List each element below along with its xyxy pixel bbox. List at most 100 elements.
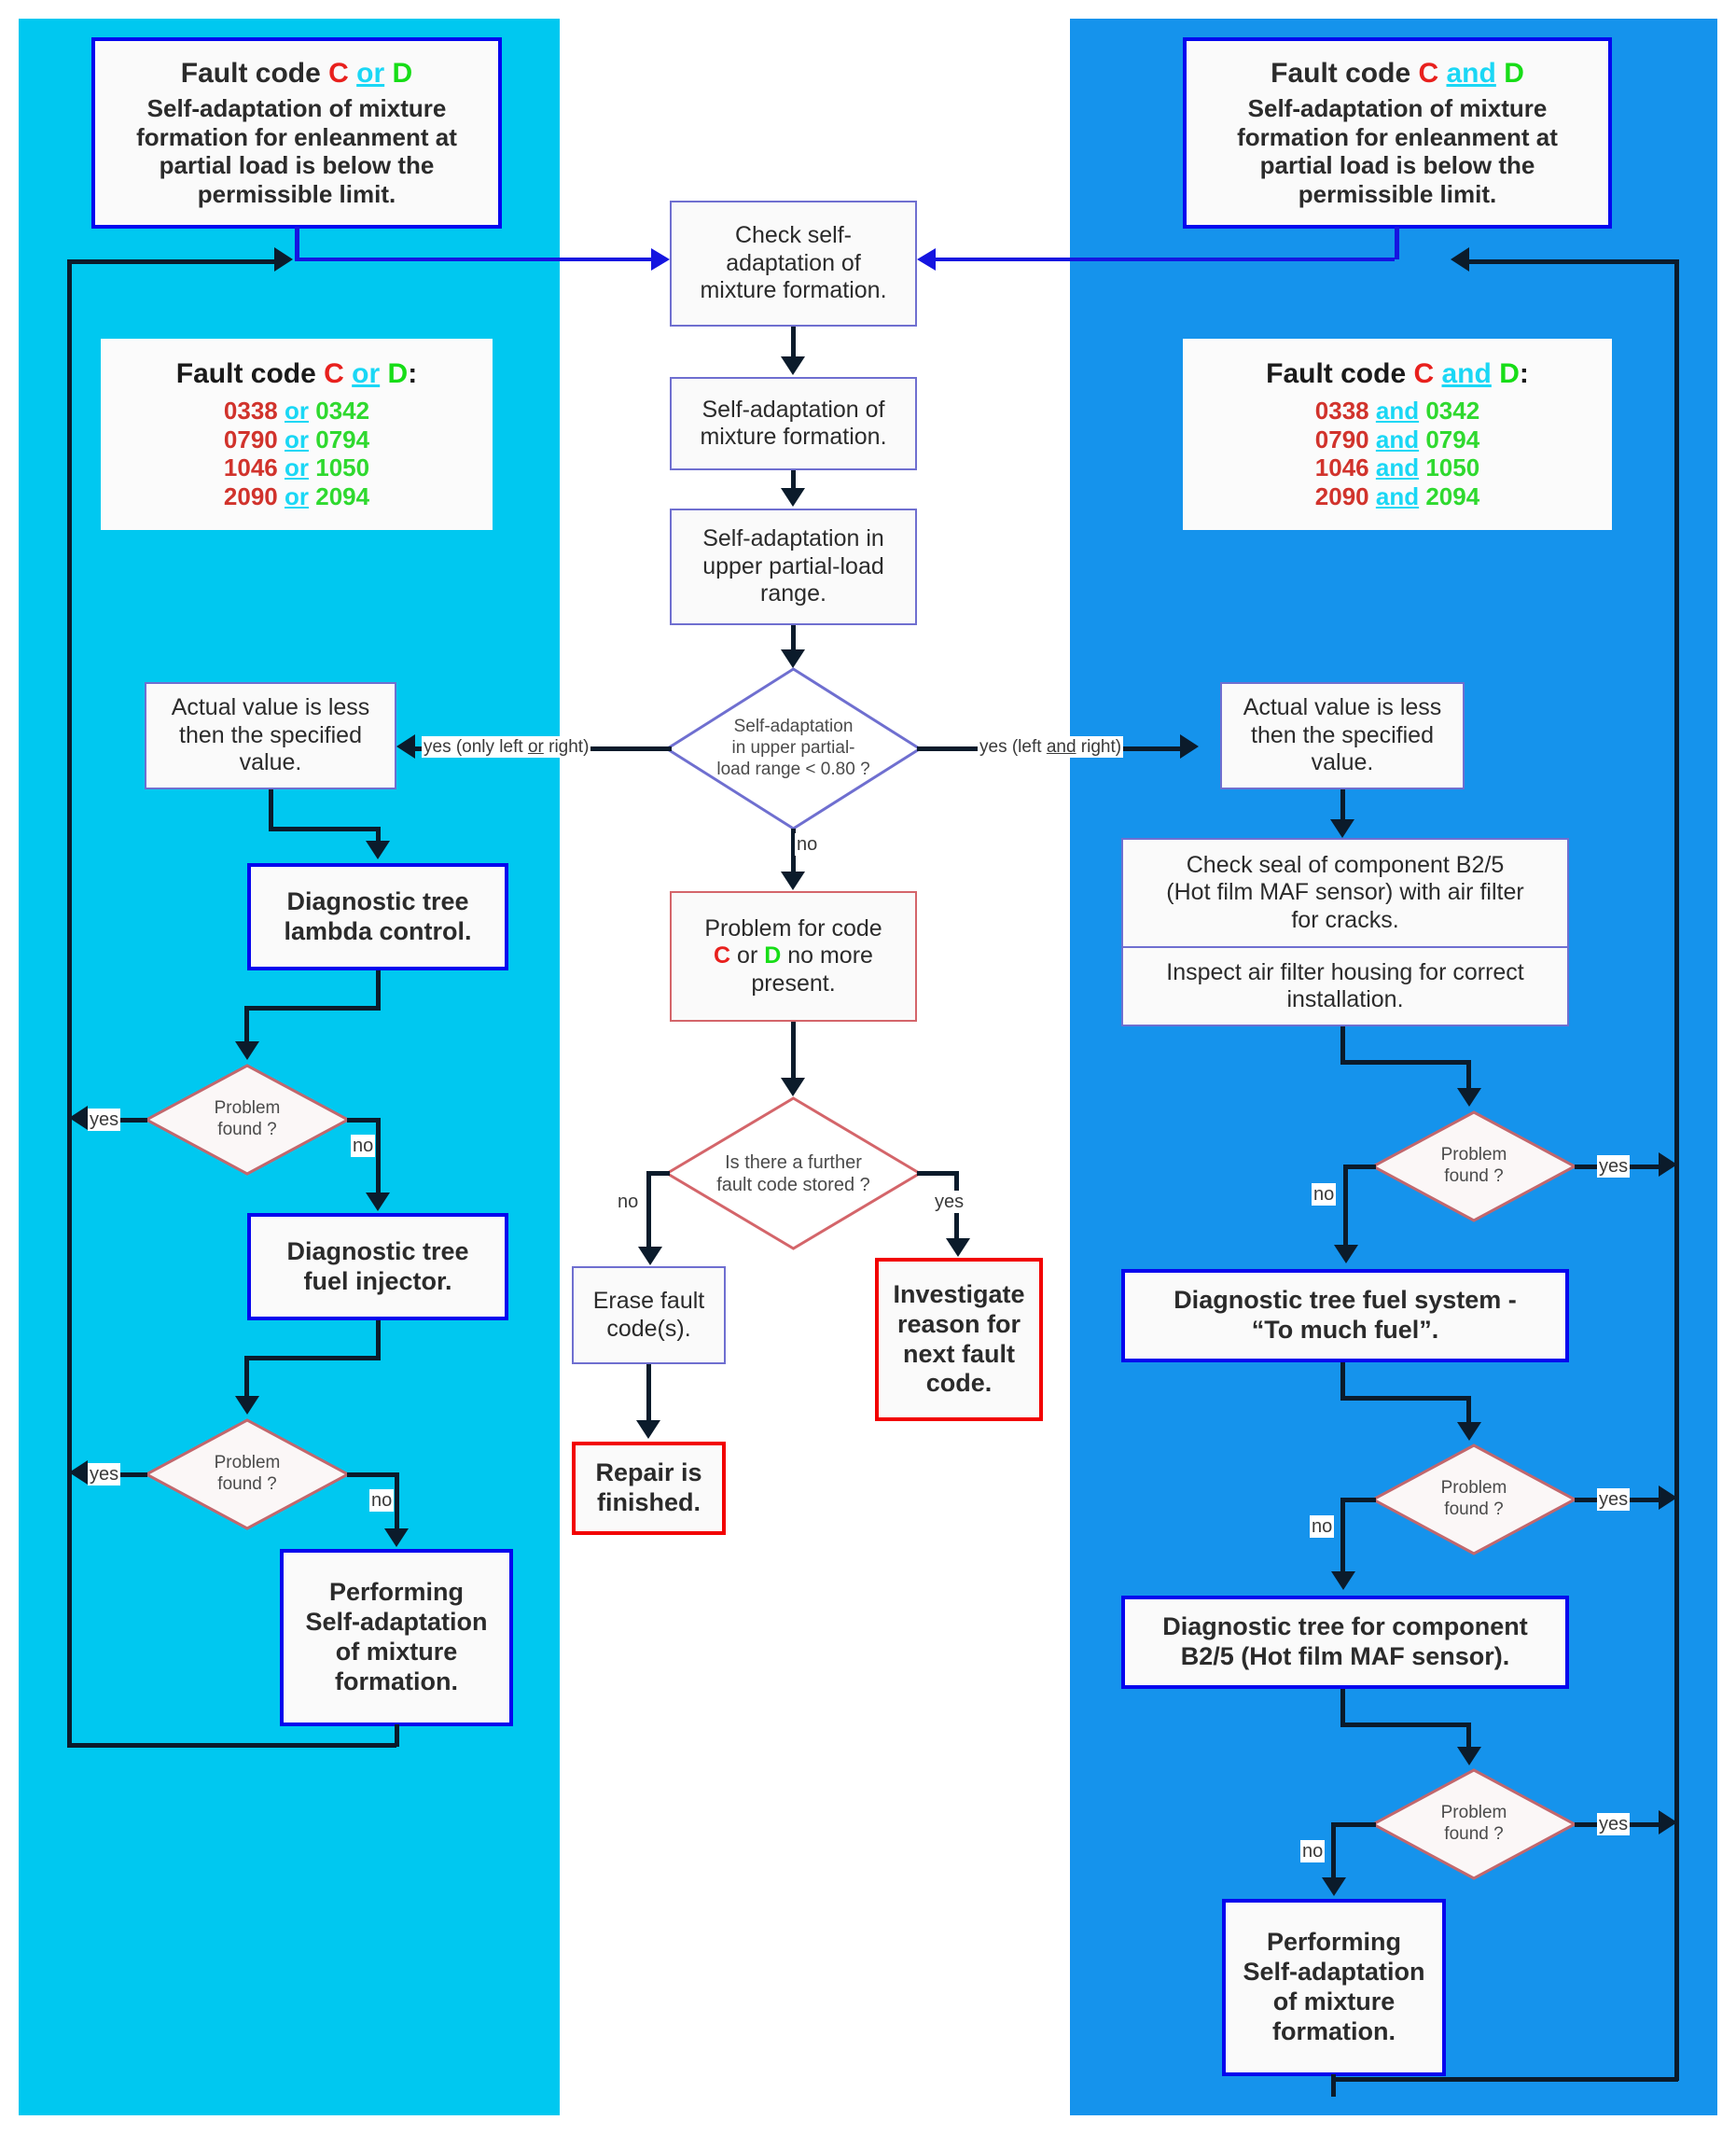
left-codes-code-d: D (387, 358, 409, 390)
edge-left-injector-across (244, 1356, 381, 1360)
left-header-stub (295, 227, 299, 259)
right-actual-line-3: value. (1311, 749, 1374, 776)
right-codes-code-c: C (1413, 358, 1435, 390)
left-header-line-1: Self-adaptation of mixture (146, 93, 447, 122)
edge-left-actual-down2 (376, 827, 381, 843)
center-threshold-line-2: in upper partial- (731, 738, 855, 759)
right-code-row: 2090 and 2094 (1314, 481, 1480, 510)
left-code-row: 1046 or 1050 (223, 453, 370, 482)
left-actual-line-3: value. (239, 749, 302, 776)
edge-right-fuelsys-down (1340, 1362, 1345, 1400)
arrowhead-right-d2-yes (1659, 1485, 1677, 1510)
right-codes-colon: : (1519, 358, 1529, 390)
center-check-box: Check self- adaptation of mixture format… (670, 201, 917, 327)
edge-label-further-yes: yes (933, 1191, 966, 1213)
left-header-box: Fault code C or D Self-adaptation of mix… (91, 37, 502, 229)
right-header-conjunction: and (1446, 58, 1496, 90)
right-performing-line-2: Self-adaptation (1243, 1958, 1425, 1987)
center-problem-line-2: C or D no more (714, 942, 873, 969)
left-actual-value-box: Actual value is less then the specified … (145, 682, 396, 789)
edge-left-header-to-center (295, 258, 651, 261)
center-upl-line-1: Self-adaptation in (702, 525, 884, 552)
right-header-line-4: permissible limit. (1298, 179, 1497, 208)
center-selfadapt-line-2: mixture formation. (700, 424, 887, 450)
edge-label-left-d1-no: no (351, 1135, 376, 1157)
right-return-horizontal-top (1469, 259, 1676, 264)
left-header-code-c: C (328, 58, 349, 90)
arrowhead-right-return (1451, 247, 1469, 272)
center-threshold-line-3: load range < 0.80 ? (716, 759, 870, 779)
center-check-line-3: mixture formation. (700, 277, 887, 304)
edge-right-d3-no-v (1331, 1822, 1336, 1878)
arrowhead-into-center-left (651, 248, 670, 271)
right-header-code-c: C (1418, 58, 1439, 90)
edge-right-maf-down (1340, 1689, 1345, 1726)
left-return-horizontal-bottom (67, 1743, 396, 1748)
edge-left-injector-down (376, 1320, 381, 1360)
edge-right-maf-down2 (1466, 1723, 1471, 1749)
right-header-box: Fault code C and D Self-adaptation of mi… (1183, 37, 1612, 229)
right-seal-line-1: Check seal of component B2/5 (1186, 851, 1505, 878)
edge-right-seal-across (1340, 1060, 1471, 1065)
right-decision-1-line-1: Problem (1440, 1145, 1507, 1165)
edge-label-right-d1-yes: yes (1597, 1155, 1631, 1178)
edge-selfadapt-to-upl (791, 470, 796, 491)
edge-left-lambda-across (244, 1006, 381, 1011)
edge-label-right-d2-yes: yes (1597, 1488, 1631, 1511)
right-performing-line-3: of mixture (1272, 1988, 1396, 2015)
right-codes-prefix: Fault code (1266, 358, 1414, 390)
edge-right-d3-no-h (1331, 1822, 1376, 1827)
arrowhead-left-lambda (366, 841, 390, 859)
right-performing-box: Performing Self-adaptation of mixture fo… (1222, 1899, 1446, 2076)
left-header-prefix: Fault code (180, 58, 329, 90)
left-return-vertical (67, 259, 72, 1747)
arrowhead-left-actual (396, 734, 415, 759)
left-injector-line-1: Diagnostic tree (286, 1236, 469, 1265)
right-header-stub (1395, 227, 1399, 259)
right-actual-line-2: then the specified (1251, 721, 1434, 748)
edge-left-actual-across (269, 827, 381, 831)
left-code-row: 0790 or 0794 (223, 425, 370, 453)
arrowhead-right-d1-yes (1659, 1152, 1677, 1177)
edge-label-right-d3-yes: yes (1597, 1813, 1631, 1835)
right-performing-line-1: Performing (1266, 1928, 1402, 1957)
left-header-conjunction: or (356, 58, 385, 90)
edge-left-d2-no-v (395, 1472, 399, 1530)
left-codes-code-c: C (324, 358, 344, 390)
left-codes-colon: : (408, 358, 418, 390)
center-investigate-line-4: code. (925, 1369, 993, 1398)
edge-right-d2-no-v (1340, 1498, 1345, 1572)
arrowhead-right-performing (1322, 1877, 1346, 1896)
left-header-line-2: formation for enleanment at (136, 122, 457, 151)
right-decision-3-line-2: found ? (1444, 1824, 1504, 1844)
edge-right-fuelsys-across (1340, 1396, 1471, 1401)
left-performing-line-2: Self-adaptation (305, 1608, 488, 1637)
arrowhead-right-d3-yes (1659, 1810, 1677, 1834)
center-check-line-1: Check self- (734, 222, 853, 249)
arrowhead-right-fuelsys (1334, 1245, 1358, 1263)
right-header-prefix: Fault code (1271, 58, 1419, 90)
center-further-code-decision: Is there a further fault code stored ? (665, 1096, 922, 1250)
edge-right-d1-no-h (1343, 1165, 1376, 1169)
right-actual-line-1: Actual value is less (1243, 694, 1442, 721)
right-performing-line-4: formation. (1272, 2016, 1396, 2045)
edge-right-d1-no-v (1343, 1165, 1348, 1247)
center-investigate-line-3: next fault (902, 1339, 1015, 1368)
left-fuel-injector-box: Diagnostic tree fuel injector. (247, 1213, 508, 1320)
edge-threshold-no (791, 829, 796, 873)
center-self-adaptation-box: Self-adaptation of mixture formation. (670, 377, 917, 470)
diamond-shape (145, 1064, 350, 1176)
left-performing-line-4: formation. (335, 1667, 458, 1695)
left-injector-line-2: fuel injector. (303, 1266, 452, 1295)
edge-right-maf-across (1340, 1723, 1471, 1727)
left-decision-2-line-1: Problem (214, 1453, 281, 1473)
left-decision-1-line-2: found ? (217, 1120, 277, 1139)
right-header-line-2: formation for enleanment at (1237, 122, 1558, 151)
right-return-horizontal-bottom (1331, 2077, 1678, 2082)
center-selfadapt-line-1: Self-adaptation of (701, 396, 885, 423)
edge-label-yes-left: yes (only left or right) (422, 736, 591, 758)
left-performing-down (395, 1724, 399, 1747)
edge-label-further-no: no (616, 1191, 641, 1213)
edge-label-left-d1-yes: yes (88, 1109, 121, 1131)
edge-check-to-selfadapt (791, 327, 796, 358)
